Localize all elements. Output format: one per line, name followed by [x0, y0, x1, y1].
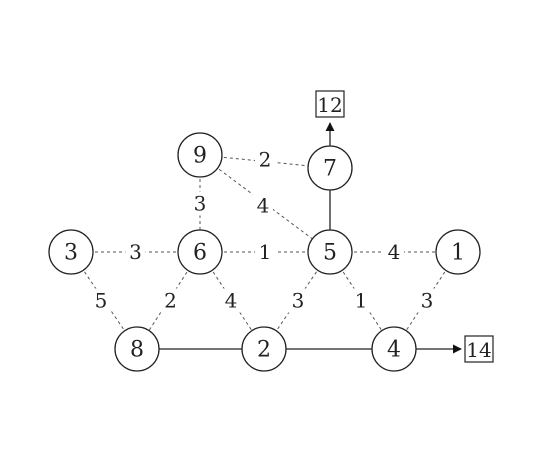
edge-weight-label: 3: [421, 289, 434, 313]
graph-node: 2: [241, 326, 287, 372]
edge-weight-backdrop: [288, 288, 308, 313]
node-label: 2: [257, 338, 271, 363]
node-label: 8: [130, 338, 144, 363]
node-circle: [371, 326, 417, 372]
node-circle: [177, 229, 223, 275]
edge-weight-label: 4: [225, 289, 238, 313]
edge-weight-label: 5: [95, 289, 108, 313]
node-label: 3: [64, 241, 78, 266]
edge-weight-backdrop: [417, 288, 437, 313]
node-circle: [307, 229, 353, 275]
node-circle: [435, 229, 481, 275]
edge-weight-backdrop: [221, 288, 241, 313]
graph-node: 5: [307, 229, 353, 275]
graph-node: 3: [48, 229, 94, 275]
edge-weight-label: 1: [355, 289, 368, 313]
edge-weight-backdrop: [190, 191, 210, 216]
edge-weight-backdrop: [160, 288, 181, 313]
node-label: 7: [323, 157, 337, 182]
node-circle: [48, 229, 94, 275]
edge-weight-backdrop: [351, 288, 371, 313]
edge-weight-backdrop: [384, 240, 404, 264]
node-circle: [307, 145, 353, 191]
output-box-14: [464, 335, 494, 363]
node-label: 5: [323, 241, 337, 266]
graph-node: 9: [177, 132, 223, 178]
node-label: 1: [451, 241, 465, 266]
graph-node: 6: [177, 229, 223, 275]
node-circle: [177, 132, 223, 178]
output-label: 12: [317, 93, 342, 117]
edge-weight-label: 3: [194, 192, 207, 216]
edge-weight-label: 3: [129, 240, 142, 264]
edge-weight-backdrop: [255, 240, 275, 264]
graph-node: 8: [114, 326, 160, 372]
edge-weight-label: 3: [292, 289, 305, 313]
node-circle: [241, 326, 287, 372]
edge-weight-label: 4: [257, 194, 270, 218]
edge-weight-label: 2: [259, 148, 272, 172]
output-box-12: [315, 90, 345, 118]
output-label: 14: [466, 338, 491, 362]
edge-weight-backdrop: [255, 147, 275, 172]
edge-weight-label: 2: [164, 289, 177, 313]
edge-weight-backdrop: [91, 288, 111, 313]
graph-node: 4: [371, 326, 417, 372]
node-label: 4: [387, 338, 401, 363]
edge-weight-label: 4: [388, 240, 401, 264]
node-label: 6: [193, 241, 207, 266]
node-label: 9: [193, 144, 207, 169]
edge-weight-backdrop: [125, 240, 146, 264]
node-circle: [114, 326, 160, 372]
dashed-edges-layer: 2 3 4 3 1 4 5 2 4 3 1 3: [70, 147, 459, 350]
graph-node: 1: [435, 229, 481, 275]
edge-weight-backdrop: [253, 193, 273, 218]
edge-weight-label: 1: [259, 240, 272, 264]
graph-node: 7: [307, 145, 353, 191]
